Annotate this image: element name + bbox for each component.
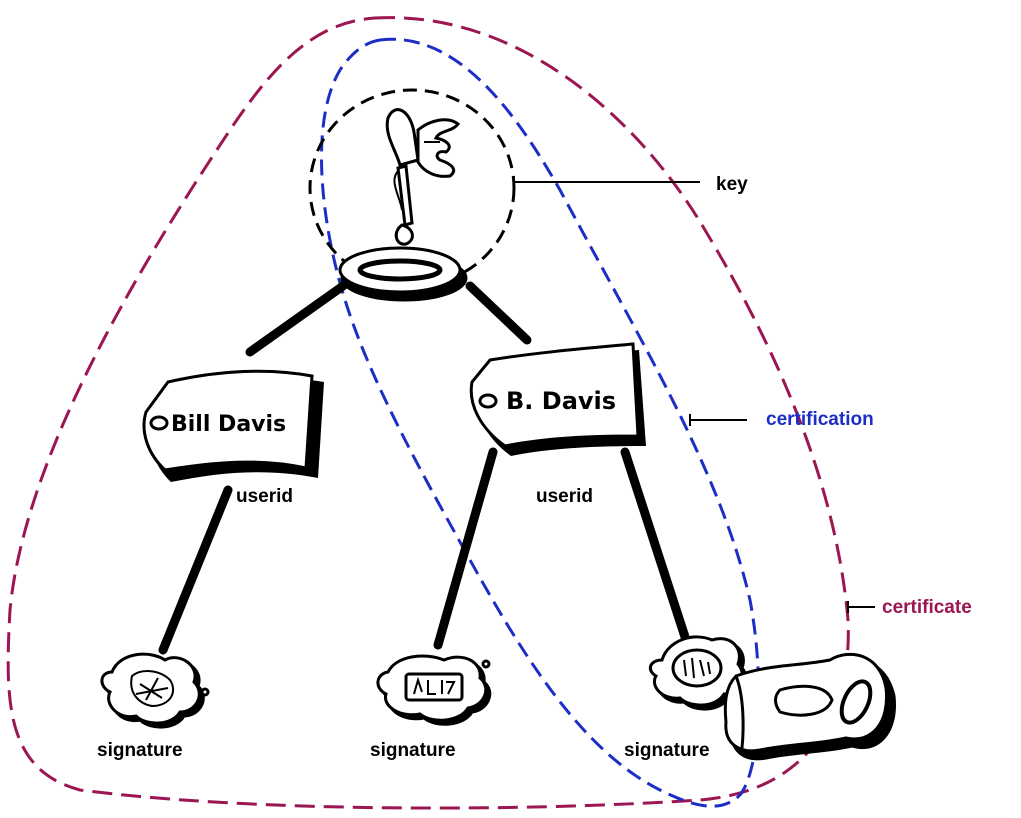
userid-tag-icon: B. Davis bbox=[469, 342, 646, 456]
userid-tag-bill-davis bbox=[142, 369, 314, 472]
certificate-callout-label: certificate bbox=[882, 597, 972, 618]
callout-leaders bbox=[513, 176, 875, 613]
signature-label-3: signature bbox=[624, 740, 710, 761]
userid-tag-icon: Bill Davis bbox=[142, 369, 324, 482]
userid-name-b-davis: B. Davis bbox=[506, 387, 616, 415]
userid-label-1: userid bbox=[236, 486, 293, 507]
connector-lines bbox=[158, 281, 691, 655]
certificate-boundary bbox=[6, 16, 850, 810]
signature-seal-icon bbox=[648, 635, 748, 711]
certification-callout-label: certification bbox=[766, 409, 874, 430]
signature-seal-icon bbox=[376, 654, 492, 726]
certification-boundary bbox=[320, 37, 761, 808]
signature-label-2: signature bbox=[370, 740, 456, 761]
userid-tag-b-davis bbox=[469, 342, 640, 448]
signature-seal-icon bbox=[100, 652, 210, 729]
userid-name-bill-davis: Bill Davis bbox=[171, 412, 286, 437]
userid-label-2: userid bbox=[536, 486, 593, 507]
key-icon bbox=[338, 108, 468, 302]
signature-label-1: signature bbox=[97, 740, 183, 761]
signing-key-icon bbox=[723, 652, 896, 761]
key-callout-label: key bbox=[716, 174, 748, 195]
